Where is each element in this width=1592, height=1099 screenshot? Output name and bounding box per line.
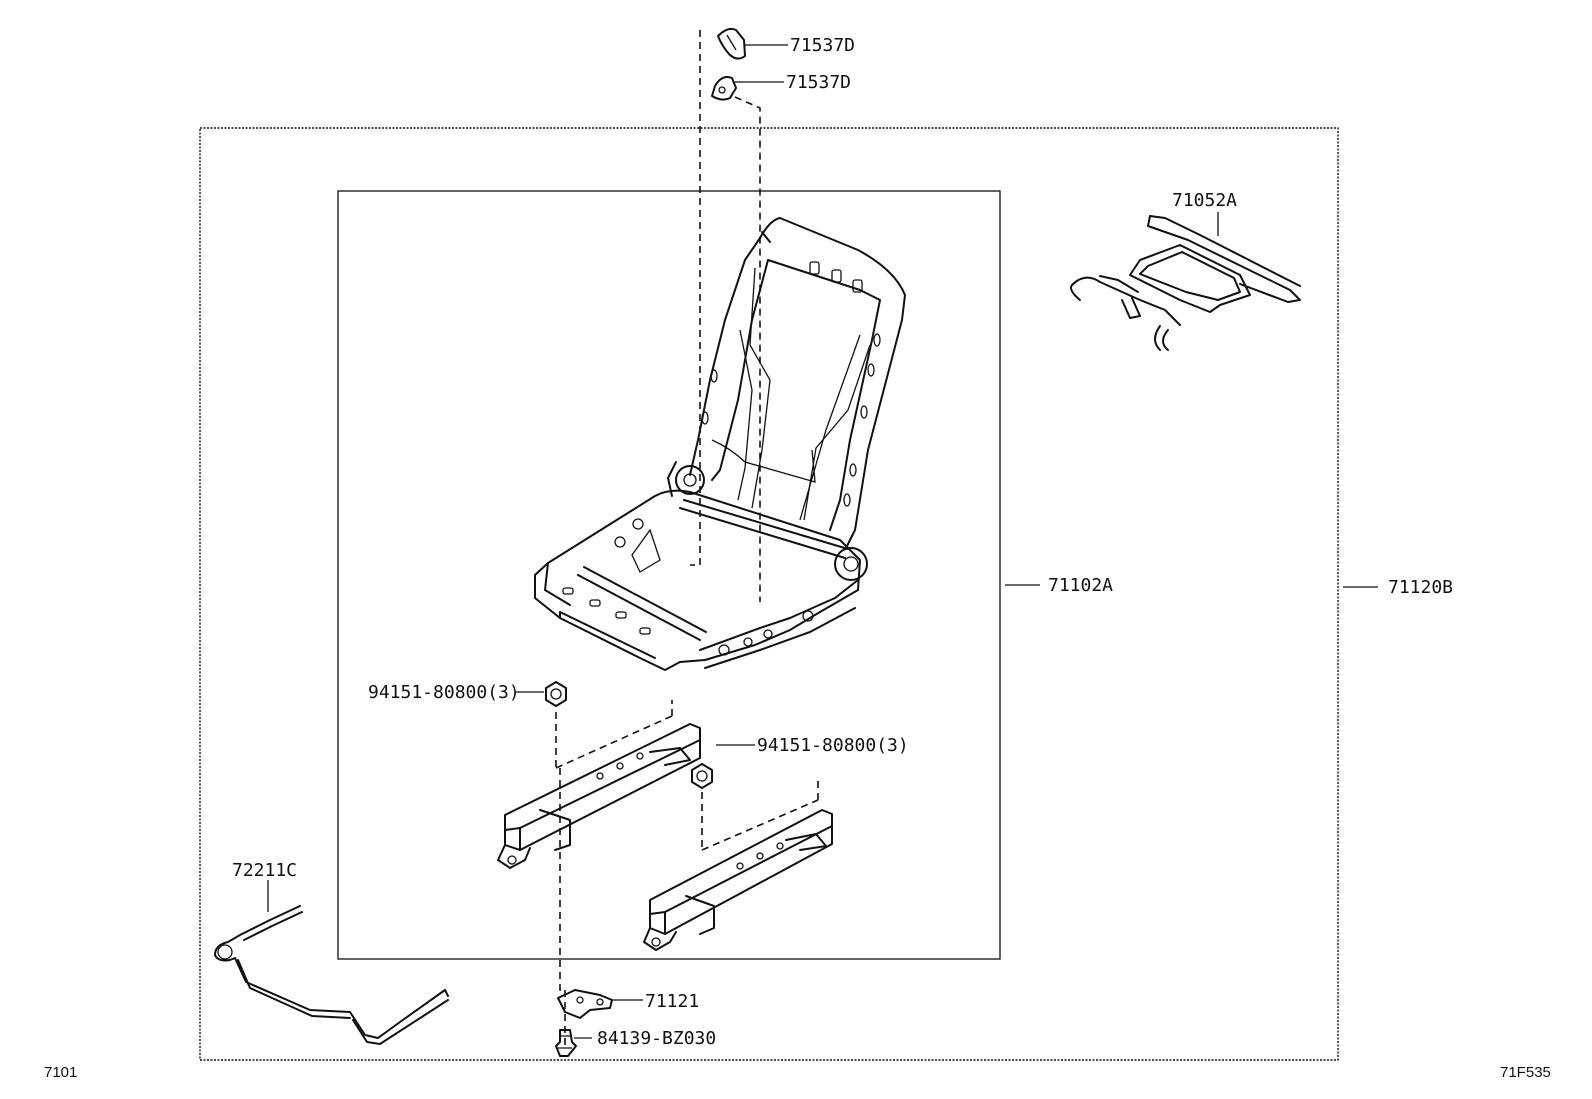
wire-harness-part [214, 905, 449, 1045]
callout-cover-upper: 71537D [790, 35, 855, 56]
left-rail-alignment-line [555, 700, 673, 1050]
cover-alignment-line-left [690, 30, 701, 566]
inner-assembly-box [337, 190, 1001, 960]
right-rail-alignment-line [701, 780, 819, 851]
footer-ref-left: 7101 [44, 1064, 77, 1081]
callout-pad-assy: 71052A [1172, 190, 1237, 211]
cover-alignment-line-right [734, 96, 761, 602]
seat-pad-part [1070, 215, 1301, 351]
seat-track-left-part [497, 723, 701, 869]
bracket-part [557, 989, 613, 1019]
callout-bracket: 71121 [645, 991, 699, 1012]
nut-left-part [545, 681, 567, 707]
cover-lower-part [711, 76, 737, 101]
seat-frame-part [534, 217, 906, 671]
cover-upper-part [717, 27, 746, 60]
clip-part [555, 1029, 577, 1057]
nut-right-part [691, 763, 713, 789]
callout-frame-sub-assy: 71102A [1048, 575, 1113, 596]
callout-clip: 84139-BZ030 [597, 1028, 716, 1049]
seat-track-right-part [643, 809, 833, 951]
footer-ref-right: 71F535 [1500, 1064, 1551, 1081]
callout-nut-right: 94151-80800(3) [757, 735, 909, 756]
callout-wire-harness: 72211C [232, 860, 297, 881]
callout-frame-assy: 71120B [1388, 577, 1453, 598]
callout-nut-left: 94151-80800(3) [368, 682, 520, 703]
outer-assembly-box [199, 127, 1339, 1061]
callout-cover-lower: 71537D [786, 72, 851, 93]
